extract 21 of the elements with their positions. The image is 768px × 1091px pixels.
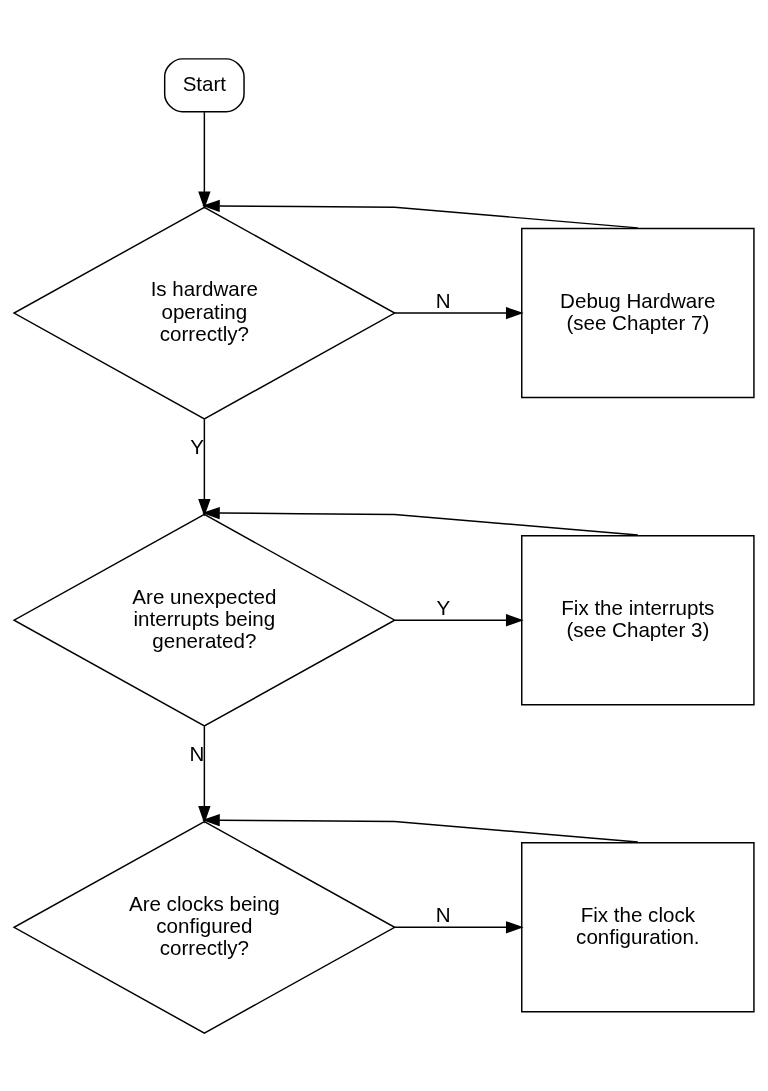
edge-label: Y <box>436 595 451 619</box>
arrow <box>198 725 211 824</box>
arrow <box>393 613 524 626</box>
node-box: Debug Hardware (see Chapter 7) <box>521 227 755 398</box>
node-box: Start <box>163 57 245 112</box>
edge-label: N <box>189 741 205 765</box>
arrow <box>202 506 639 536</box>
arrow <box>393 306 524 319</box>
arrow <box>198 418 211 517</box>
node-box: Fix the clock configuration. <box>521 841 755 1013</box>
edge-label: Y <box>190 434 204 458</box>
node-diamond: Is hardware operating correctly? <box>12 205 397 420</box>
node-diamond: Are clocks being configured correctly? <box>12 820 397 1034</box>
edge-label: N <box>435 902 451 926</box>
edge-label: N <box>435 288 451 312</box>
node-diamond: Are unexpected interrupts being generated? <box>12 513 397 727</box>
arrow <box>202 813 639 843</box>
arrow <box>202 199 639 229</box>
arrow <box>393 920 524 933</box>
arrow <box>198 110 211 209</box>
node-box: Fix the interrupts (see Chapter 3) <box>521 534 755 705</box>
